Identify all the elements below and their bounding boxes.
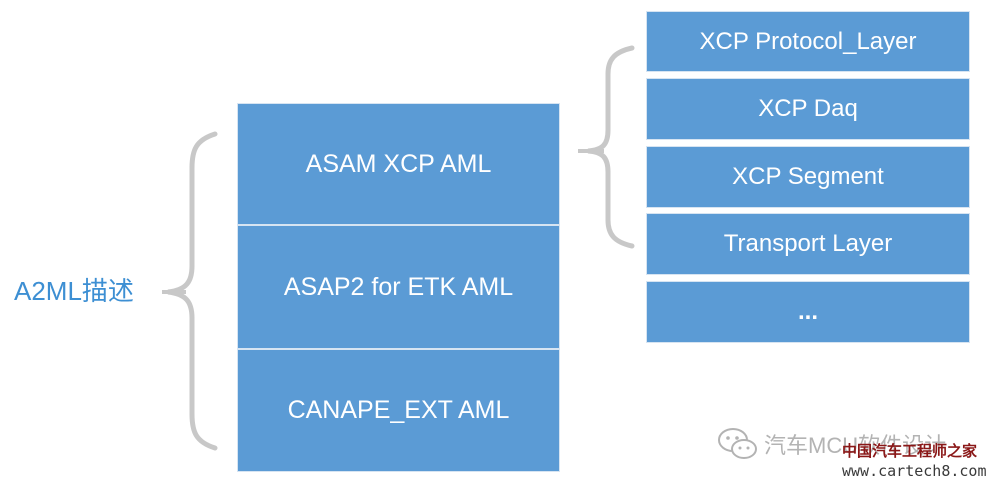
root-label: A2ML描述 xyxy=(14,276,134,306)
box-label: ASAP2 for ETK AML xyxy=(283,272,514,301)
box-label: XCP Segment xyxy=(732,163,884,190)
site-url: www.cartech8.com xyxy=(842,462,987,480)
canape-ext-aml-box: CANAPE_EXT AML xyxy=(237,349,560,472)
wechat-icon xyxy=(718,428,757,459)
wechat-name: 汽车MCU软件设计 xyxy=(764,433,947,458)
right-brace xyxy=(587,45,635,249)
box-label: ASAM XCP AML xyxy=(305,149,492,178)
asap2-etk-aml-box: ASAP2 for ETK AML xyxy=(237,225,560,349)
xcp-daq-box: XCP Daq xyxy=(646,78,970,140)
box-label: XCP Daq xyxy=(758,95,858,122)
xcp-protocol-layer-box: XCP Protocol_Layer xyxy=(646,11,970,72)
xcp-segment-box: XCP Segment xyxy=(646,146,970,208)
box-label: CANAPE_EXT AML xyxy=(287,396,510,424)
box-label: ... xyxy=(797,298,818,325)
asam-xcp-aml-box: ASAM XCP AML xyxy=(237,103,560,225)
ellipsis-box: ... xyxy=(646,281,970,343)
wechat-watermark: 汽车MCU软件设计 xyxy=(716,424,946,464)
box-label: XCP Protocol_Layer xyxy=(699,27,917,55)
box-label: Transport Layer xyxy=(723,230,893,257)
site-name: 中国汽车工程师之家 xyxy=(842,442,978,460)
transport-layer-box: Transport Layer xyxy=(646,213,970,275)
